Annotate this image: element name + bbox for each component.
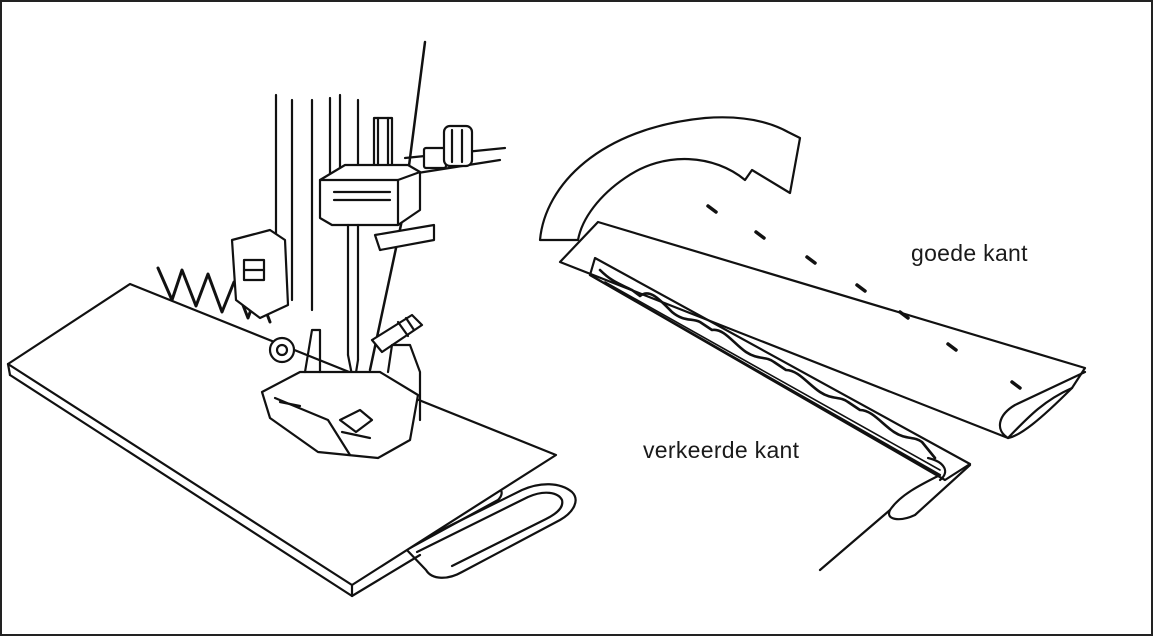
foot-shank [230,228,296,364]
stitch-dots [706,204,1022,390]
guide-screw [370,313,424,354]
right-side-label: goede kant [911,240,1028,266]
presser-foot [260,328,422,460]
wrong-side-label: verkeerde kant [643,437,800,463]
fabric-wrong-side [588,256,972,572]
fabric-right-side [558,220,1087,440]
thumb-screw [422,124,474,170]
fold-arrow [538,116,802,242]
blind-stitch-wave [598,268,941,471]
folded-fabric-left [6,282,577,598]
needle-clamp [318,163,436,252]
needle [346,223,360,387]
